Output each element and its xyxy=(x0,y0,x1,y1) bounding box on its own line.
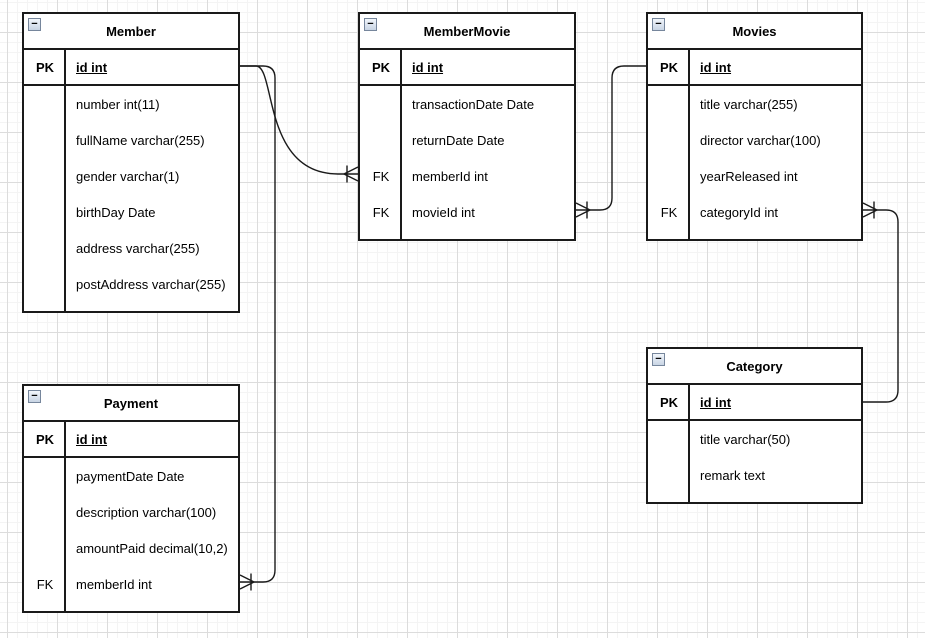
table-bottom-pad xyxy=(24,602,238,613)
entity-title: Member xyxy=(106,23,156,39)
table-row[interactable]: FK categoryId int xyxy=(648,194,861,230)
key-label: FK xyxy=(372,204,390,220)
collapse-icon[interactable]: − xyxy=(28,390,41,403)
field-label: id int xyxy=(700,59,732,75)
entity-membermovie[interactable]: − MemberMovie PK id int transactionDate … xyxy=(358,12,576,241)
field-label: gender varchar(1) xyxy=(76,168,180,184)
table-row[interactable]: birthDay Date xyxy=(24,194,238,230)
edge-movies-category[interactable] xyxy=(862,201,899,403)
entity-payment[interactable]: − Payment PK id int paymentDate Date des… xyxy=(22,384,240,613)
table-row[interactable]: title varchar(50) xyxy=(648,421,861,457)
collapse-icon[interactable]: − xyxy=(652,18,665,31)
field-label: remark text xyxy=(700,467,766,483)
field-label: id int xyxy=(76,59,108,75)
entity-title: Category xyxy=(726,358,783,374)
collapse-icon[interactable]: − xyxy=(28,18,41,31)
field-label: birthDay Date xyxy=(76,204,156,220)
key-label: PK xyxy=(371,59,391,75)
field-label: title varchar(255) xyxy=(700,96,798,112)
table-row[interactable]: FK memberId int xyxy=(24,566,238,602)
key-label: PK xyxy=(659,59,679,75)
field-label: director varchar(100) xyxy=(700,132,821,148)
table-row[interactable]: paymentDate Date xyxy=(24,458,238,494)
field-label: yearReleased int xyxy=(700,168,798,184)
table-bottom-pad xyxy=(360,230,574,241)
entity-title: Movies xyxy=(732,23,777,39)
field-label: id int xyxy=(412,59,444,75)
key-label: PK xyxy=(35,59,55,75)
field-label: memberId int xyxy=(76,576,152,592)
entity-member[interactable]: − Member PK id int number int(11) fullNa… xyxy=(22,12,240,313)
field-label: description varchar(100) xyxy=(76,504,217,520)
field-label: id int xyxy=(700,394,732,410)
table-bottom-pad xyxy=(648,230,861,241)
table-row[interactable]: title varchar(255) xyxy=(648,86,861,122)
table-bottom-pad xyxy=(648,493,861,504)
entity-movies[interactable]: − Movies PK id int title varchar(255) di… xyxy=(646,12,863,241)
field-label: categoryId int xyxy=(700,204,779,220)
edge-member-membermovie[interactable] xyxy=(240,65,359,183)
key-label: FK xyxy=(372,168,390,184)
field-label: movieId int xyxy=(412,204,475,220)
entity-header[interactable]: − MemberMovie xyxy=(360,14,574,50)
collapse-icon[interactable]: − xyxy=(364,18,377,31)
key-label: FK xyxy=(36,576,54,592)
entity-header[interactable]: − Payment xyxy=(24,386,238,422)
field-label: postAddress varchar(255) xyxy=(76,276,226,292)
table-row-pk[interactable]: PK id int xyxy=(24,50,238,86)
edge-member-payment[interactable] xyxy=(239,65,276,591)
key-label: PK xyxy=(35,431,55,447)
field-label: title varchar(50) xyxy=(700,431,791,447)
table-row[interactable]: director varchar(100) xyxy=(648,122,861,158)
field-label: id int xyxy=(76,431,108,447)
table-row[interactable]: fullName varchar(255) xyxy=(24,122,238,158)
field-label: number int(11) xyxy=(76,96,160,112)
field-label: memberId int xyxy=(412,168,488,184)
field-label: amountPaid decimal(10,2) xyxy=(76,540,228,556)
table-bottom-pad xyxy=(24,302,238,313)
field-label: transactionDate Date xyxy=(412,96,535,112)
edge-membermovie-movies[interactable] xyxy=(575,65,646,219)
entity-category[interactable]: − Category PK id int title varchar(50) r… xyxy=(646,347,863,504)
table-row-pk[interactable]: PK id int xyxy=(24,422,238,458)
table-row[interactable]: yearReleased int xyxy=(648,158,861,194)
entity-header[interactable]: − Category xyxy=(648,349,861,385)
table-row[interactable]: address varchar(255) xyxy=(24,230,238,266)
table-row[interactable]: returnDate Date xyxy=(360,122,574,158)
field-label: fullName varchar(255) xyxy=(76,132,205,148)
entity-header[interactable]: − Movies xyxy=(648,14,861,50)
table-row[interactable]: description varchar(100) xyxy=(24,494,238,530)
table-row[interactable]: amountPaid decimal(10,2) xyxy=(24,530,238,566)
table-row[interactable]: FK movieId int xyxy=(360,194,574,230)
table-row[interactable]: number int(11) xyxy=(24,86,238,122)
table-row-pk[interactable]: PK id int xyxy=(648,50,861,86)
key-label: PK xyxy=(659,394,679,410)
table-row-pk[interactable]: PK id int xyxy=(648,385,861,421)
table-row[interactable]: postAddress varchar(255) xyxy=(24,266,238,302)
entity-title: Payment xyxy=(103,395,159,411)
entity-title: MemberMovie xyxy=(423,23,511,39)
table-row[interactable]: gender varchar(1) xyxy=(24,158,238,194)
table-row[interactable]: remark text xyxy=(648,457,861,493)
key-label: FK xyxy=(660,204,678,220)
table-row-pk[interactable]: PK id int xyxy=(360,50,574,86)
collapse-icon[interactable]: − xyxy=(652,353,665,366)
field-label: paymentDate Date xyxy=(76,468,185,484)
entity-header[interactable]: − Member xyxy=(24,14,238,50)
field-label: address varchar(255) xyxy=(76,240,200,256)
table-row[interactable]: FK memberId int xyxy=(360,158,574,194)
field-label: returnDate Date xyxy=(412,132,505,148)
table-row[interactable]: transactionDate Date xyxy=(360,86,574,122)
